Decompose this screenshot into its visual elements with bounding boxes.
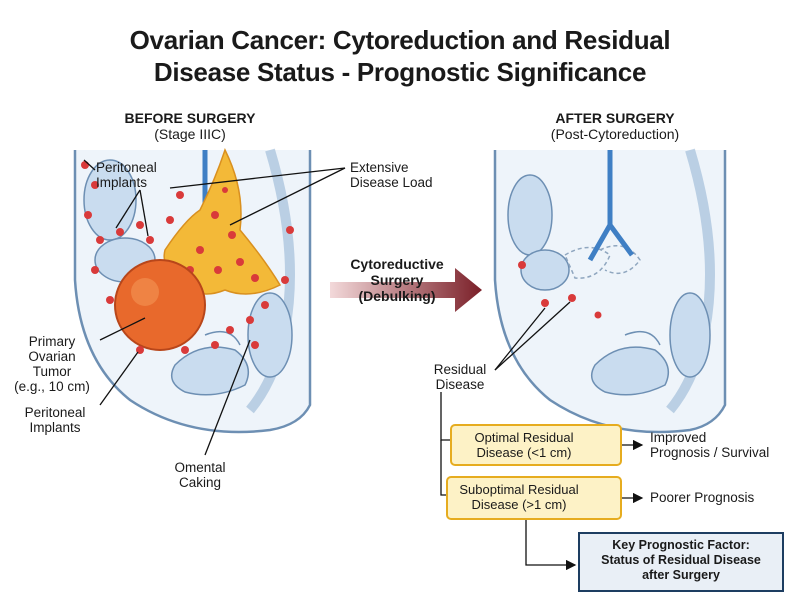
label-primary-line1: Primary	[28, 334, 76, 349]
suboptimal-outcome-line1: Poorer Prognosis	[650, 490, 755, 505]
arrow-line1: Cytoreductive	[350, 256, 444, 272]
suboptimal-outcome: Poorer Prognosis	[650, 490, 754, 505]
title-line-1: Ovarian Cancer: Cytoreduction and Residu…	[129, 25, 671, 55]
label-peritoneal-top-line1: Peritoneal	[96, 160, 157, 175]
before-anatomy	[73, 148, 312, 434]
before-heading-title: BEFORE SURGERY	[124, 110, 256, 126]
surgery-arrow	[330, 268, 482, 312]
after-heading-sub: (Post-Cytoreduction)	[550, 126, 680, 142]
page-title: Ovarian Cancer: Cytoreduction and Residu…	[0, 24, 800, 88]
suboptimal-label-line1: Suboptimal Residual	[459, 482, 579, 497]
before-leader-lines	[83, 159, 346, 456]
label-residual-line2: Disease	[435, 377, 485, 392]
label-omental-line2: Caking	[178, 475, 222, 490]
label-extensive-line1: Extensive	[350, 160, 409, 175]
label-primary-line2: Ovarian	[28, 349, 76, 364]
label-extensive-line2: Disease Load	[350, 175, 433, 190]
key-factor-line3: after Surgery	[642, 568, 720, 582]
label-peritoneal-implants-bottom: Peritoneal Implants	[10, 405, 100, 435]
after-leader-lines	[440, 301, 644, 571]
key-factor-line2: Status of Residual Disease	[601, 553, 761, 567]
arrow-line2: Surgery	[370, 272, 424, 288]
label-omental-caking: Omental Caking	[150, 460, 250, 490]
after-anatomy	[493, 148, 727, 434]
label-peritoneal-bottom-line1: Peritoneal	[24, 405, 86, 420]
surgery-arrow-label: Cytoreductive Surgery (Debulking)	[322, 256, 472, 304]
after-heading-title: AFTER SURGERY	[555, 110, 675, 126]
label-extensive-disease: Extensive Disease Load	[350, 160, 433, 190]
title-line-2: Disease Status - Prognostic Significance	[153, 57, 647, 87]
arrow-line3: (Debulking)	[358, 288, 436, 304]
optimal-label-line1: Optimal Residual	[474, 430, 574, 445]
key-prognostic-factor-box: Key Prognostic Factor: Status of Residua…	[578, 532, 784, 592]
label-peritoneal-top-line2: Implants	[96, 175, 148, 190]
label-primary-tumor: Primary Ovarian Tumor (e.g., 10 cm)	[4, 334, 100, 394]
label-omental-line1: Omental	[174, 460, 226, 475]
key-factor-line1: Key Prognostic Factor:	[612, 538, 750, 552]
optimal-residual-box: Optimal Residual Disease (<1 cm)	[450, 424, 622, 466]
label-primary-line3: Tumor	[32, 364, 72, 379]
optimal-outcome: Improved Prognosis / Survival	[650, 430, 769, 460]
label-residual-line1: Residual	[433, 362, 487, 377]
optimal-outcome-line1: Improved	[650, 430, 707, 445]
suboptimal-residual-box: Suboptimal Residual Disease (>1 cm)	[446, 476, 622, 520]
optimal-outcome-line2: Prognosis / Survival	[650, 445, 770, 460]
after-heading: AFTER SURGERY (Post-Cytoreduction)	[510, 110, 720, 142]
before-heading-sub: (Stage IIIC)	[154, 126, 226, 142]
label-peritoneal-bottom-line2: Implants	[29, 420, 81, 435]
suboptimal-label-line2: Disease (>1 cm)	[471, 497, 567, 512]
label-residual-disease: Residual Disease	[420, 362, 500, 392]
label-peritoneal-implants-top: Peritoneal Implants	[96, 160, 157, 190]
before-heading: BEFORE SURGERY (Stage IIIC)	[100, 110, 280, 142]
label-primary-line4: (e.g., 10 cm)	[14, 379, 90, 394]
optimal-label-line2: Disease (<1 cm)	[476, 445, 572, 460]
